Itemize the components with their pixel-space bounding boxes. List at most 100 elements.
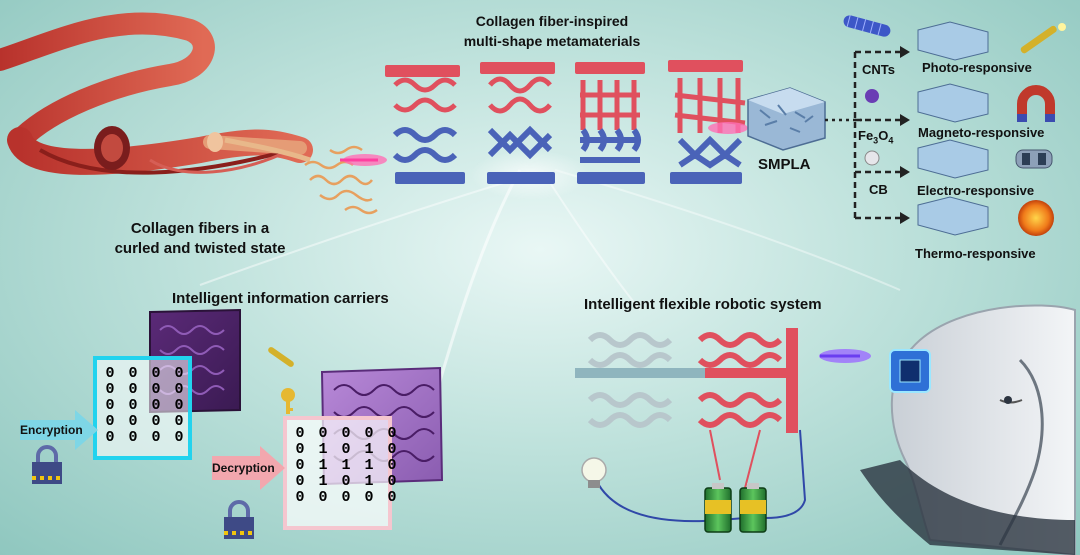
lock-icon-2 bbox=[224, 500, 254, 539]
lock-icon-1 bbox=[32, 445, 62, 484]
grid-cell: 1 bbox=[318, 457, 328, 474]
magnet-icon bbox=[1017, 85, 1055, 122]
magneto-responsive-label: Magneto-responsive bbox=[918, 125, 1045, 140]
collagen-caption-line-2: curled and twisted state bbox=[114, 240, 286, 257]
grid-cell: 0 bbox=[174, 365, 184, 382]
smpla-label: SMPLA bbox=[758, 156, 811, 173]
grid-cell: 0 bbox=[128, 429, 138, 446]
grid-cell: 0 bbox=[295, 473, 305, 490]
grid-cell: 0 bbox=[105, 413, 115, 430]
cb-particle-icon bbox=[864, 150, 880, 166]
grid-cell: 0 bbox=[105, 397, 115, 414]
robotic-system-title: Intelligent flexible robotic system bbox=[584, 296, 822, 313]
grid-cell: 0 bbox=[128, 397, 138, 414]
electrode-icon bbox=[1015, 149, 1053, 169]
electro-responsive-label: Electro-responsive bbox=[917, 183, 1035, 198]
grid-cell: 0 bbox=[318, 489, 328, 506]
fe3o4-label: Fe3O4 bbox=[858, 128, 894, 146]
grid-cell: 0 bbox=[295, 441, 305, 458]
grid-cell: 0 bbox=[295, 425, 305, 442]
grid-cell: 0 bbox=[174, 413, 184, 430]
robot-head bbox=[819, 304, 1076, 555]
grid-cell: 0 bbox=[105, 365, 115, 382]
grid-cell: 0 bbox=[364, 489, 374, 506]
grid-cell: 0 bbox=[295, 457, 305, 474]
encryption-label: Encryption bbox=[20, 423, 83, 437]
grid-cell: 0 bbox=[128, 381, 138, 398]
info-carriers-title: Intelligent information carriers bbox=[172, 290, 389, 307]
grid-cell: 0 bbox=[128, 365, 138, 382]
grid-cell: 1 bbox=[318, 441, 328, 458]
cb-label: CB bbox=[869, 182, 888, 197]
grid-cell: 0 bbox=[128, 413, 138, 430]
grid-cell: 1 bbox=[364, 441, 374, 458]
smpla-block bbox=[747, 87, 826, 151]
grid-cell: 0 bbox=[151, 429, 161, 446]
grid-cell: 0 bbox=[151, 381, 161, 398]
grid-cell: 0 bbox=[151, 397, 161, 414]
encrypted-panel-frame bbox=[93, 356, 192, 460]
circuit-wires bbox=[595, 429, 807, 523]
lightbulb-icon bbox=[581, 457, 607, 488]
decryption-label: Decryption bbox=[212, 461, 275, 475]
grid-cell: 1 bbox=[318, 473, 328, 490]
grid-cell: 0 bbox=[318, 425, 328, 442]
grid-cell: 0 bbox=[387, 457, 397, 474]
decryption-arrow bbox=[212, 446, 285, 490]
branch-lines bbox=[825, 50, 900, 220]
grid-cell: 0 bbox=[387, 425, 397, 442]
grid-cell: 0 bbox=[151, 413, 161, 430]
fe3o4-particle-icon bbox=[865, 89, 879, 103]
photo-responsive-label: Photo-responsive bbox=[922, 60, 1032, 75]
branch-arrowheads bbox=[900, 46, 910, 224]
grid-cell: 0 bbox=[341, 489, 351, 506]
grid-cell: 0 bbox=[341, 425, 351, 442]
grid-cell: 1 bbox=[341, 457, 351, 474]
collagen-caption-line-1: Collagen fibers in a bbox=[130, 220, 270, 237]
key-icon bbox=[281, 388, 295, 414]
grid-cell: 0 bbox=[174, 397, 184, 414]
battery-icon-2 bbox=[739, 483, 767, 533]
battery-icon-1 bbox=[704, 483, 732, 533]
grid-cell: 0 bbox=[295, 489, 305, 506]
grid-cell: 1 bbox=[364, 473, 374, 490]
grid-cell: 0 bbox=[387, 489, 397, 506]
heat-sun-icon bbox=[1018, 200, 1054, 236]
cnt-icon bbox=[843, 15, 891, 37]
robotic-actuator bbox=[575, 328, 798, 433]
grid-cell: 0 bbox=[341, 441, 351, 458]
grid-cell: 0 bbox=[174, 381, 184, 398]
grid-cell: 0 bbox=[105, 381, 115, 398]
grid-cell: 0 bbox=[341, 473, 351, 490]
encryption-arrow bbox=[20, 410, 98, 450]
decrypted-panel-frame bbox=[283, 416, 392, 530]
title-line-2: multi-shape metamaterials bbox=[463, 33, 641, 49]
muscle-illustration bbox=[0, 12, 387, 215]
grid-cell: 0 bbox=[174, 429, 184, 446]
grid-cell: 0 bbox=[387, 473, 397, 490]
light-pen-icon bbox=[1020, 23, 1066, 54]
small-light-pen-icon bbox=[268, 347, 294, 367]
grid-cell: 0 bbox=[105, 429, 115, 446]
thermo-responsive-label: Thermo-responsive bbox=[915, 246, 1036, 261]
grid-cell: 1 bbox=[364, 457, 374, 474]
grid-cell: 0 bbox=[151, 365, 161, 382]
metamaterial-structures bbox=[385, 60, 748, 184]
grid-cell: 0 bbox=[364, 425, 374, 442]
cnts-label: CNTs bbox=[862, 62, 895, 77]
responsive-cubes bbox=[917, 21, 989, 236]
grid-cell: 0 bbox=[387, 441, 397, 458]
